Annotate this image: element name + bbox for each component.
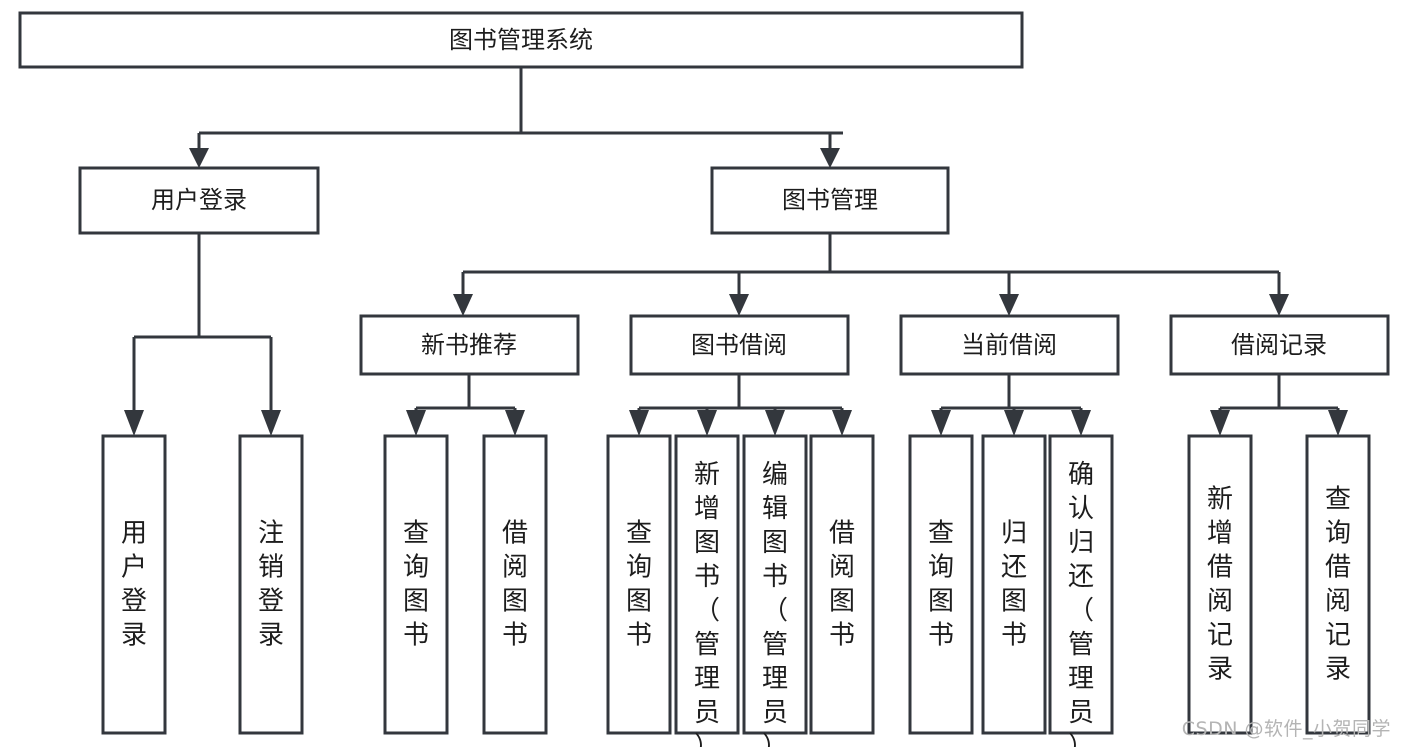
node-leaf-return-book[interactable]: 归还图书 bbox=[981, 434, 1047, 735]
connectors-layer bbox=[124, 67, 1348, 436]
node-book-management-label: 图书管理 bbox=[782, 186, 878, 214]
node-leaf-query-borrow-record-label: 查询借阅记录 bbox=[1325, 484, 1351, 684]
node-root-box[interactable] bbox=[18, 11, 1024, 69]
node-leaf-query-book-2-box[interactable] bbox=[606, 434, 672, 735]
node-borrow-record-box[interactable] bbox=[1169, 314, 1390, 376]
node-leaf-borrow-book-1-label: 借阅图书 bbox=[502, 518, 528, 650]
connector-borrow-record-to-leaves bbox=[1210, 374, 1348, 436]
node-leaf-query-borrow-record-box[interactable] bbox=[1305, 434, 1371, 735]
node-user-login-box[interactable] bbox=[78, 166, 320, 235]
node-leaf-edit-book-box[interactable] bbox=[742, 434, 808, 735]
node-leaf-borrow-book-2-box[interactable] bbox=[809, 434, 875, 735]
node-leaf-return-book-box[interactable] bbox=[981, 434, 1047, 735]
node-new-book-recommend-box[interactable] bbox=[359, 314, 580, 376]
node-leaf-borrow-book-2[interactable]: 借阅图书 bbox=[809, 434, 875, 735]
node-leaf-borrow-book-2-label: 借阅图书 bbox=[829, 518, 855, 650]
connector-current-borrow-to-leaves bbox=[931, 374, 1091, 436]
node-leaf-logout-label: 注销登录 bbox=[258, 518, 284, 650]
node-leaf-add-borrow-record-box[interactable] bbox=[1187, 434, 1253, 735]
node-leaf-confirm-return-box[interactable] bbox=[1048, 434, 1114, 735]
node-leaf-add-book-box[interactable] bbox=[674, 434, 740, 735]
node-leaf-query-book-3-box[interactable] bbox=[908, 434, 974, 735]
connector-new-book-recommend-to-leaves bbox=[406, 374, 525, 436]
node-leaf-query-borrow-record[interactable]: 查询借阅记录 bbox=[1305, 434, 1371, 735]
node-current-borrow-label: 当前借阅 bbox=[961, 331, 1057, 359]
node-leaf-add-book[interactable]: 新增图书（管理员） bbox=[674, 434, 740, 747]
node-leaf-query-book-2-label: 查询图书 bbox=[626, 518, 652, 650]
connector-book-borrow-to-leaves bbox=[629, 374, 852, 436]
node-new-book-recommend-label: 新书推荐 bbox=[421, 331, 517, 359]
connector-root-to-level2 bbox=[189, 67, 843, 168]
node-book-borrow[interactable]: 图书借阅 bbox=[629, 314, 850, 376]
node-leaf-user-login[interactable]: 用户登录 bbox=[101, 434, 167, 735]
node-book-borrow-label: 图书借阅 bbox=[691, 331, 787, 359]
connector-book-management-to-level3 bbox=[453, 233, 1289, 316]
node-leaf-query-book-1[interactable]: 查询图书 bbox=[383, 434, 449, 735]
node-leaf-add-borrow-record-label: 新增借阅记录 bbox=[1207, 484, 1233, 684]
node-borrow-record-label: 借阅记录 bbox=[1231, 331, 1327, 359]
node-book-borrow-box[interactable] bbox=[629, 314, 850, 376]
node-leaf-query-book-1-box[interactable] bbox=[383, 434, 449, 735]
leaf-nodes-layer: 用户登录 注销登录 查询图书 借阅图书 查询图书 新增图书（管理员） 编辑图书（管理员） 借阅… bbox=[101, 434, 1371, 747]
node-current-borrow-box[interactable] bbox=[899, 314, 1120, 376]
node-root-label: 图书管理系统 bbox=[449, 26, 593, 54]
node-leaf-confirm-return-label: 确认归还（管理员） bbox=[1068, 460, 1094, 747]
connector-user-login-to-leaves bbox=[124, 233, 281, 436]
node-leaf-add-borrow-record[interactable]: 新增借阅记录 bbox=[1187, 434, 1253, 735]
node-leaf-logout-box[interactable] bbox=[238, 434, 304, 735]
node-book-management-box[interactable] bbox=[710, 166, 950, 235]
node-user-login[interactable]: 用户登录 bbox=[78, 166, 320, 235]
node-root[interactable]: 图书管理系统 bbox=[18, 11, 1024, 69]
node-leaf-query-book-3-label: 查询图书 bbox=[928, 518, 954, 650]
node-book-management[interactable]: 图书管理 bbox=[710, 166, 950, 235]
node-leaf-confirm-return[interactable]: 确认归还（管理员） bbox=[1048, 434, 1114, 747]
node-leaf-edit-book-label: 编辑图书（管理员） bbox=[762, 460, 788, 747]
node-leaf-borrow-book-1-box[interactable] bbox=[482, 434, 548, 735]
node-leaf-user-login-label: 用户登录 bbox=[121, 518, 147, 650]
node-leaf-borrow-book-1[interactable]: 借阅图书 bbox=[482, 434, 548, 735]
node-user-login-label: 用户登录 bbox=[151, 186, 247, 214]
node-leaf-return-book-label: 归还图书 bbox=[1001, 518, 1027, 650]
node-leaf-edit-book[interactable]: 编辑图书（管理员） bbox=[742, 434, 808, 747]
node-new-book-recommend[interactable]: 新书推荐 bbox=[359, 314, 580, 376]
node-leaf-query-book-2[interactable]: 查询图书 bbox=[606, 434, 672, 735]
node-leaf-add-book-label: 新增图书（管理员） bbox=[694, 460, 720, 747]
node-leaf-query-book-1-label: 查询图书 bbox=[403, 518, 429, 650]
node-leaf-query-book-3[interactable]: 查询图书 bbox=[908, 434, 974, 735]
node-borrow-record[interactable]: 借阅记录 bbox=[1169, 314, 1390, 376]
node-leaf-user-login-box[interactable] bbox=[101, 434, 167, 735]
node-leaf-logout[interactable]: 注销登录 bbox=[238, 434, 304, 735]
node-current-borrow[interactable]: 当前借阅 bbox=[899, 314, 1120, 376]
